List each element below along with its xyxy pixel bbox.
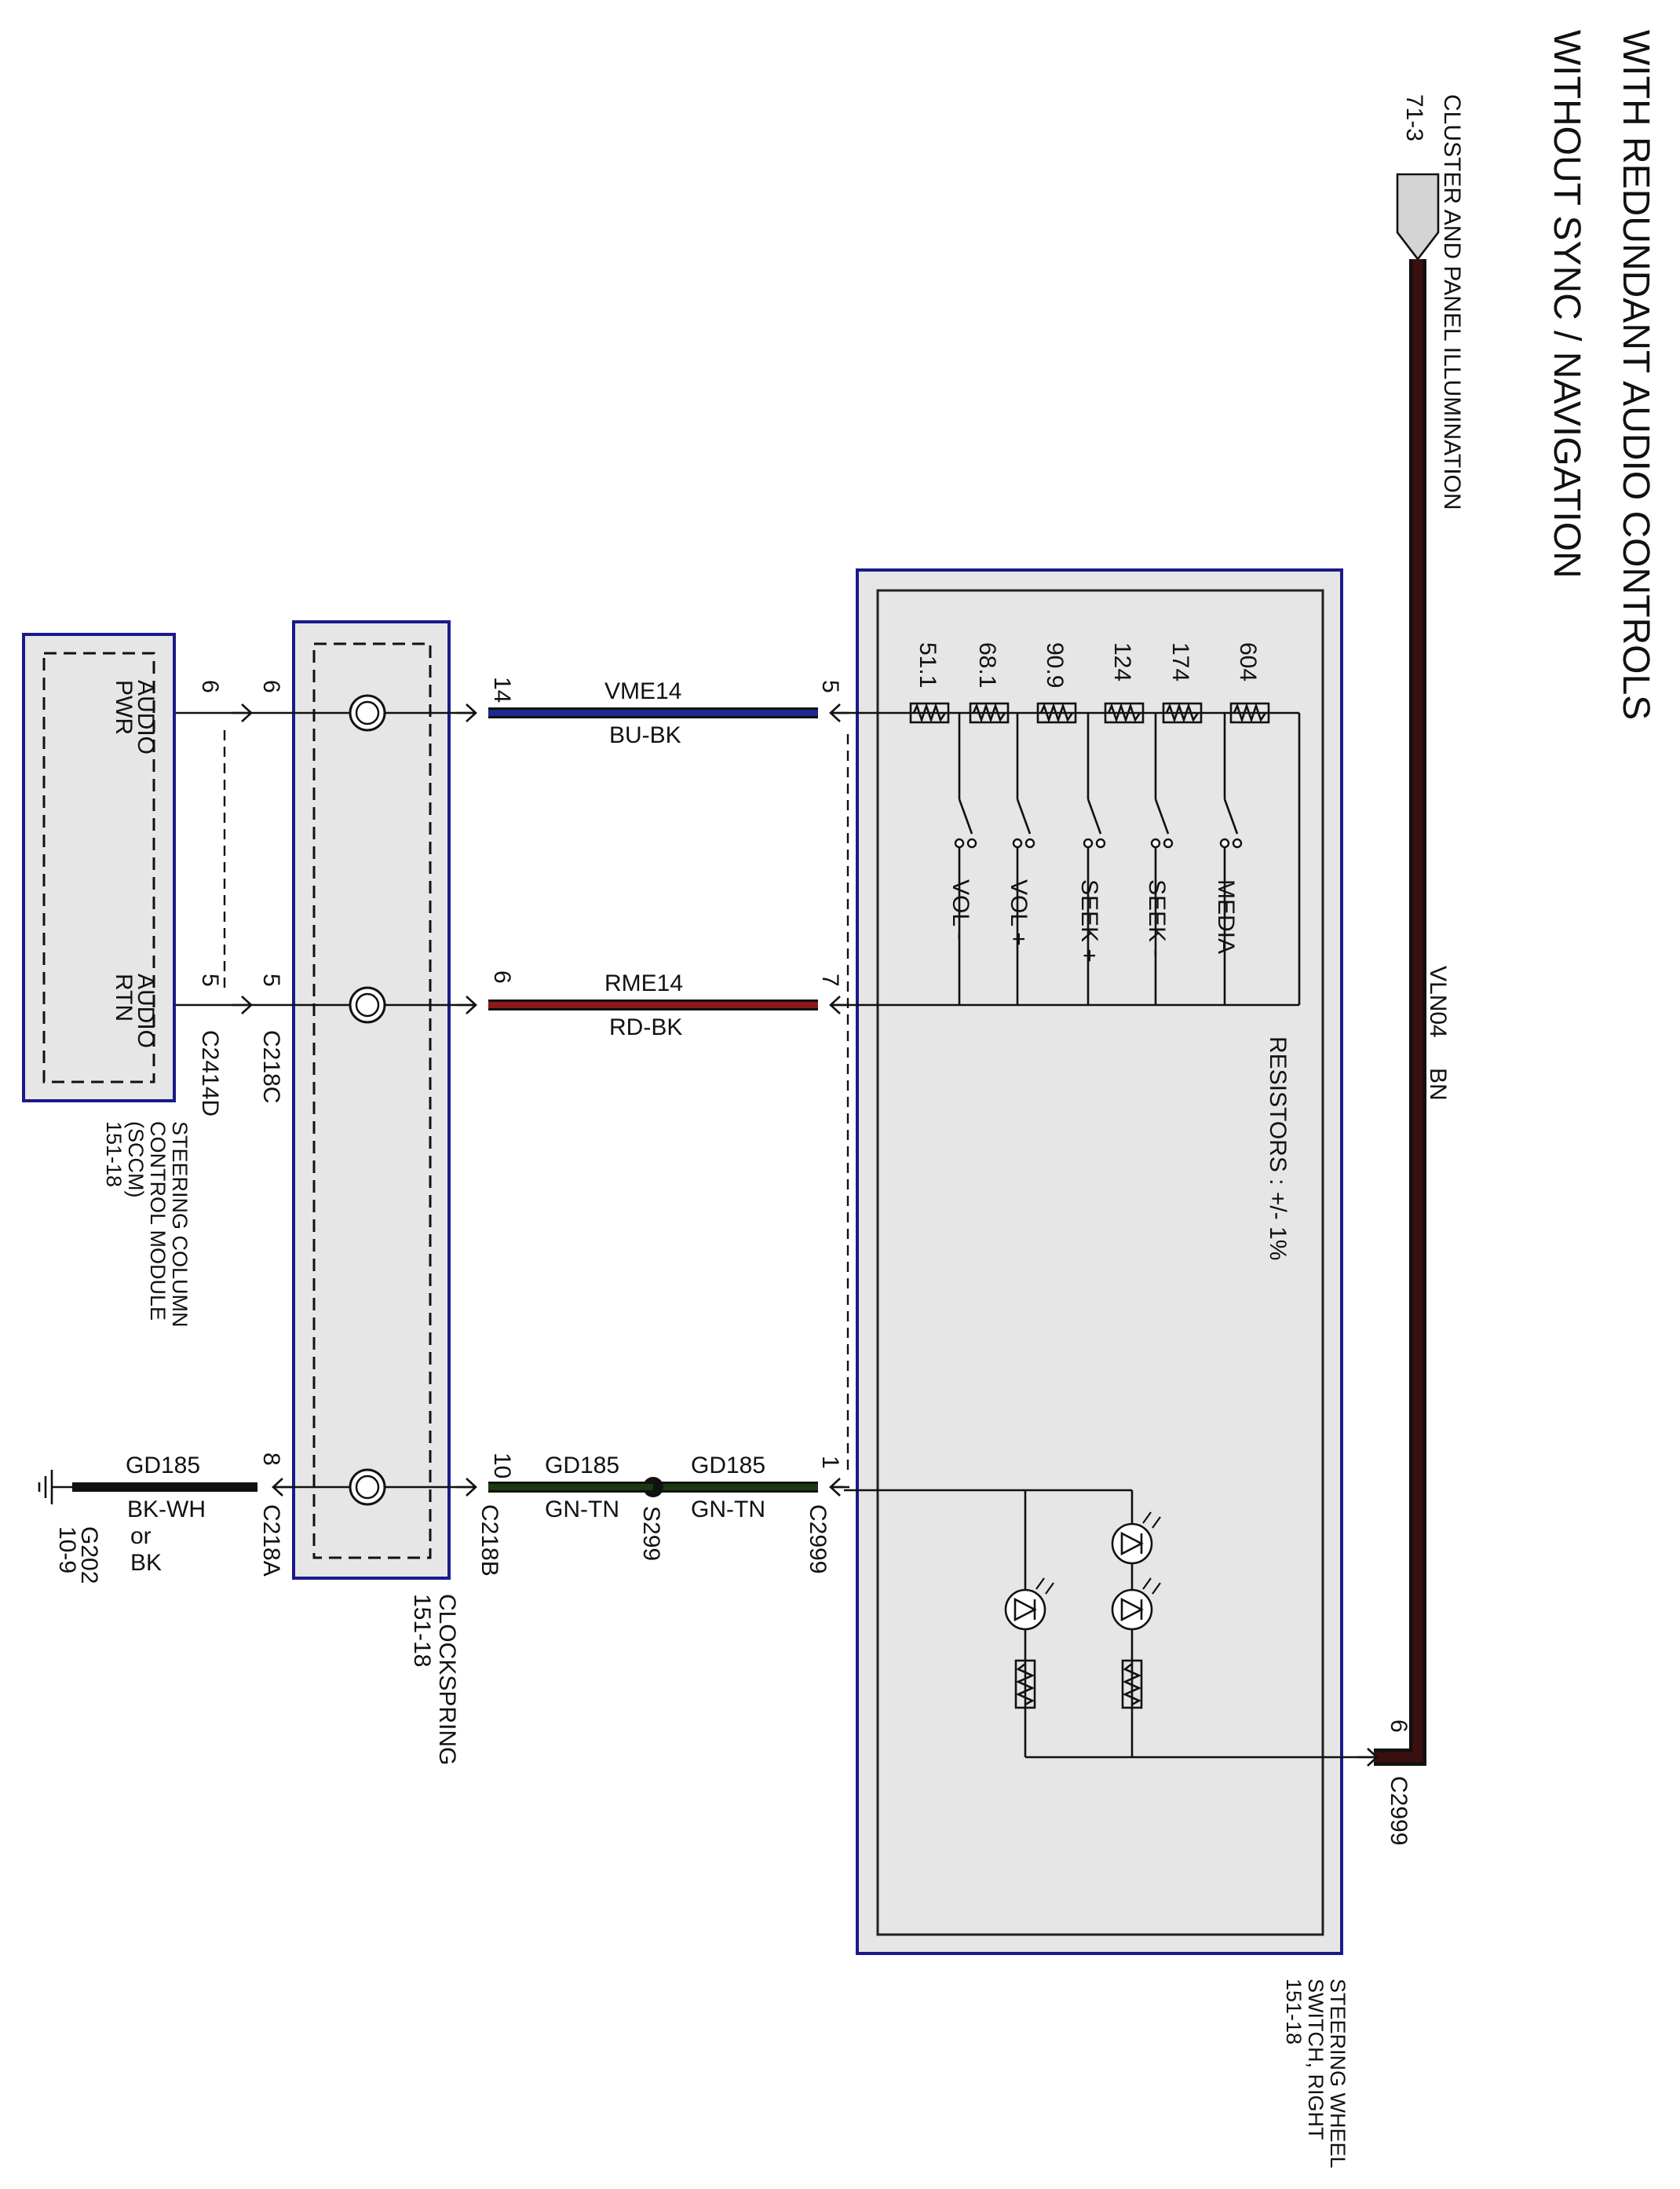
- sccm-module: [22, 633, 176, 1102]
- steering-wheel-switch-inner: [876, 589, 1324, 1936]
- sccm-name-line3: (SCCM): [124, 1121, 148, 1197]
- gd-right-pin: 1: [817, 1456, 843, 1469]
- illumination-ref: 71-3: [1401, 94, 1427, 141]
- rme-color-label: RD-BK: [609, 1014, 682, 1040]
- steering-switch-name-line1: STEERING WHEEL: [1326, 1979, 1349, 2169]
- switch-label-vol-minus: VOL -: [948, 879, 973, 940]
- switch-label-seek-plus: SEEK +: [1076, 879, 1102, 963]
- rme-pin-left: 6: [489, 970, 515, 984]
- illumination-label: CLUSTER AND PANEL ILLUMINATION: [1439, 94, 1465, 510]
- switch-label-vol-plus: VOL +: [1006, 879, 1032, 946]
- switch-icon-seek-minus: [1150, 713, 1174, 1005]
- clockspring-icon-1: [349, 694, 386, 732]
- gd-mid-circuit-label: GD185: [545, 1453, 619, 1478]
- gd-left-color1: BK-WH: [127, 1496, 206, 1522]
- vme-pin-left: 14: [489, 677, 515, 703]
- clockspring-inner-dashed: [312, 642, 432, 1559]
- rme-pin-right: 7: [817, 974, 843, 987]
- vme-circuit-label: VME14: [604, 678, 681, 704]
- splice-label: S299: [638, 1506, 664, 1561]
- resistor-label-124: 124: [1109, 642, 1135, 682]
- gd-left-pin: 8: [258, 1453, 284, 1466]
- gd-left-color2: BK: [130, 1550, 162, 1576]
- gd-mid-color-label: GN-TN: [545, 1496, 619, 1522]
- c218c-connector-label: C218C: [258, 1030, 284, 1103]
- vme-color-label: BU-BK: [609, 722, 681, 748]
- diagram-title-line2: WITHOUT SYNC / NAVIGATION: [1546, 30, 1587, 579]
- connector-arrow-icon-c218c-pin5: [231, 995, 253, 1015]
- clockspring-module: [292, 620, 451, 1580]
- ground-ref: 10-9: [54, 1526, 80, 1573]
- vme-pin-right: 5: [817, 680, 843, 693]
- sccm-audio-rtn-line1: AUDIO: [133, 974, 159, 1048]
- gd-mid-pin: 10: [489, 1453, 515, 1478]
- rme-circuit-label: RME14: [604, 970, 683, 996]
- c2999-illum-connector-label: C2999: [1386, 1776, 1412, 1845]
- ground-icon-g202: [38, 1470, 72, 1504]
- switch-icon-seek-plus: [1083, 713, 1106, 1005]
- clockspring-icon-3: [349, 1468, 386, 1506]
- clockspring-name: CLOCKSPRING: [434, 1594, 460, 1765]
- sccm-audio-pwr-line2: PWR: [111, 680, 137, 735]
- switch-label-media: MEDIA: [1213, 879, 1239, 954]
- c218a-connector-label: C218A: [258, 1504, 284, 1577]
- resistor-label-68-1: 68.1: [974, 642, 1000, 688]
- diagram-title-line1: WITH REDUNDANT AUDIO CONTROLS: [1615, 30, 1656, 720]
- gd-left-circuit-label: GD185: [126, 1453, 200, 1478]
- sccm-name-line2: CONTROL MODULE: [146, 1121, 170, 1321]
- switch-icon-vol-minus: [954, 713, 977, 1005]
- resistor-label-90-9: 90.9: [1042, 642, 1068, 688]
- switch-icon-media: [1219, 713, 1243, 1005]
- sccm-ref: 151-18: [102, 1121, 126, 1187]
- c218c-pin6-label: 6: [258, 680, 284, 693]
- illumination-connector-icon: [1396, 173, 1440, 261]
- vln04-color-label: BN: [1425, 1068, 1451, 1101]
- connector-arrow-icon-c2999-pin5: [829, 703, 851, 723]
- gd-left-or: or: [130, 1523, 152, 1549]
- sccm-connector-label: C2414D: [197, 1030, 223, 1116]
- ground-name: G202: [76, 1526, 102, 1584]
- clockspring-icon-2: [349, 986, 386, 1024]
- sccm-pin6-label: 6: [197, 680, 223, 693]
- clockspring-ref: 151-18: [409, 1594, 435, 1667]
- connector-arrow-icon-c2999-pin7: [829, 995, 851, 1015]
- sccm-audio-rtn-line2: RTN: [111, 974, 137, 1021]
- switch-icon-vol-plus: [1012, 713, 1035, 1005]
- resistor-tolerance-note: RESISTORS : +/- 1%: [1265, 1036, 1291, 1260]
- connector-arrow-icon-c2999-pin1: [829, 1477, 851, 1497]
- c218c-pin5-label: 5: [258, 974, 284, 987]
- vln04-circuit-label: VLN04: [1425, 966, 1451, 1038]
- connector-arrow-icon-c218a-pin8: [272, 1477, 294, 1497]
- sccm-audio-pwr-line1: AUDIO: [133, 680, 159, 755]
- c2999-gd-connector-label: C2999: [805, 1504, 831, 1573]
- resistor-label-51-1: 51.1: [915, 642, 940, 688]
- resistor-label-174: 174: [1167, 642, 1193, 682]
- sccm-name-line1: STEERING COLUMN: [168, 1121, 192, 1328]
- sccm-inner-dashed: [42, 652, 155, 1084]
- c2999-pin6-label: 6: [1386, 1719, 1412, 1733]
- resistor-label-604: 604: [1235, 642, 1261, 682]
- c218b-connector-label: C218B: [477, 1504, 502, 1577]
- connector-arrow-icon-c218c-pin6: [231, 703, 253, 723]
- gd-right-color-label: GN-TN: [691, 1496, 765, 1522]
- steering-switch-ref: 151-18: [1282, 1979, 1306, 2045]
- gd-right-circuit-label: GD185: [691, 1453, 765, 1478]
- sccm-pin5-label: 5: [197, 974, 223, 987]
- steering-wheel-switch-module: [856, 568, 1343, 1955]
- vln04-wire: [1374, 259, 1426, 1766]
- gd185-wire-ground: [72, 1482, 257, 1492]
- steering-switch-name-line2: SWITCH, RIGHT: [1304, 1979, 1328, 2140]
- switch-label-seek-minus: SEEK -: [1144, 879, 1170, 956]
